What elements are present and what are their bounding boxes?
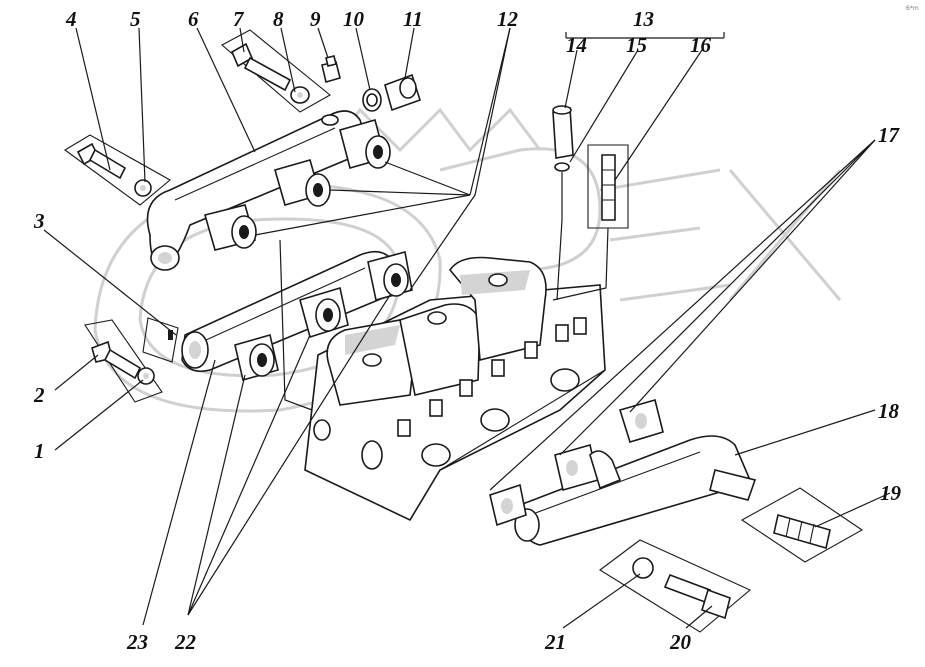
corner-tag: 6*m	[906, 5, 919, 12]
callout-22: 22	[174, 630, 197, 654]
middle-exhaust-manifold	[181, 250, 413, 382]
stud-sleeve-group-13	[552, 105, 629, 301]
bolt-washer-inset-left	[84, 319, 163, 403]
cylinder-head	[304, 256, 606, 522]
callout-10: 10	[343, 7, 365, 31]
callout-12: 12	[497, 7, 519, 31]
callout-14: 14	[566, 33, 587, 57]
callout-21: 21	[544, 630, 566, 654]
bolt-washer-inset-top-left	[64, 134, 171, 206]
callout-1: 1	[34, 439, 45, 463]
callout-4: 4	[65, 7, 77, 31]
bolt-ring-inset-bottom	[599, 539, 752, 633]
callout-17: 17	[878, 123, 901, 147]
bolt-washer-inset-top	[221, 29, 331, 113]
callout-2: 2	[33, 383, 45, 407]
callout-7: 7	[233, 7, 245, 31]
lower-exhaust-manifold	[489, 399, 757, 546]
callout-20: 20	[669, 630, 692, 654]
callout-3: 3	[33, 209, 45, 233]
callout-18: 18	[878, 399, 900, 423]
union-washer-part-10-11	[362, 73, 421, 112]
callout-23: 23	[126, 630, 148, 654]
callout-6: 6	[188, 7, 199, 31]
callout-16: 16	[690, 33, 712, 57]
callout-13: 13	[633, 7, 654, 31]
upper-exhaust-manifold	[146, 110, 391, 271]
callout-19: 19	[880, 481, 902, 505]
callout-labels: 4 5 6 7 8 9 10 11 12 13 14 15 16 17 3 2 …	[33, 7, 902, 654]
callout-5: 5	[130, 7, 141, 31]
leader-lines	[43, 27, 891, 629]
gasket-tag-part-3	[142, 317, 179, 363]
callout-9: 9	[310, 7, 321, 31]
stud-inset-part-19	[740, 487, 864, 563]
plug-part-9	[321, 55, 341, 83]
callout-8: 8	[273, 7, 284, 31]
callout-11: 11	[403, 7, 423, 31]
callout-15: 15	[626, 33, 647, 57]
